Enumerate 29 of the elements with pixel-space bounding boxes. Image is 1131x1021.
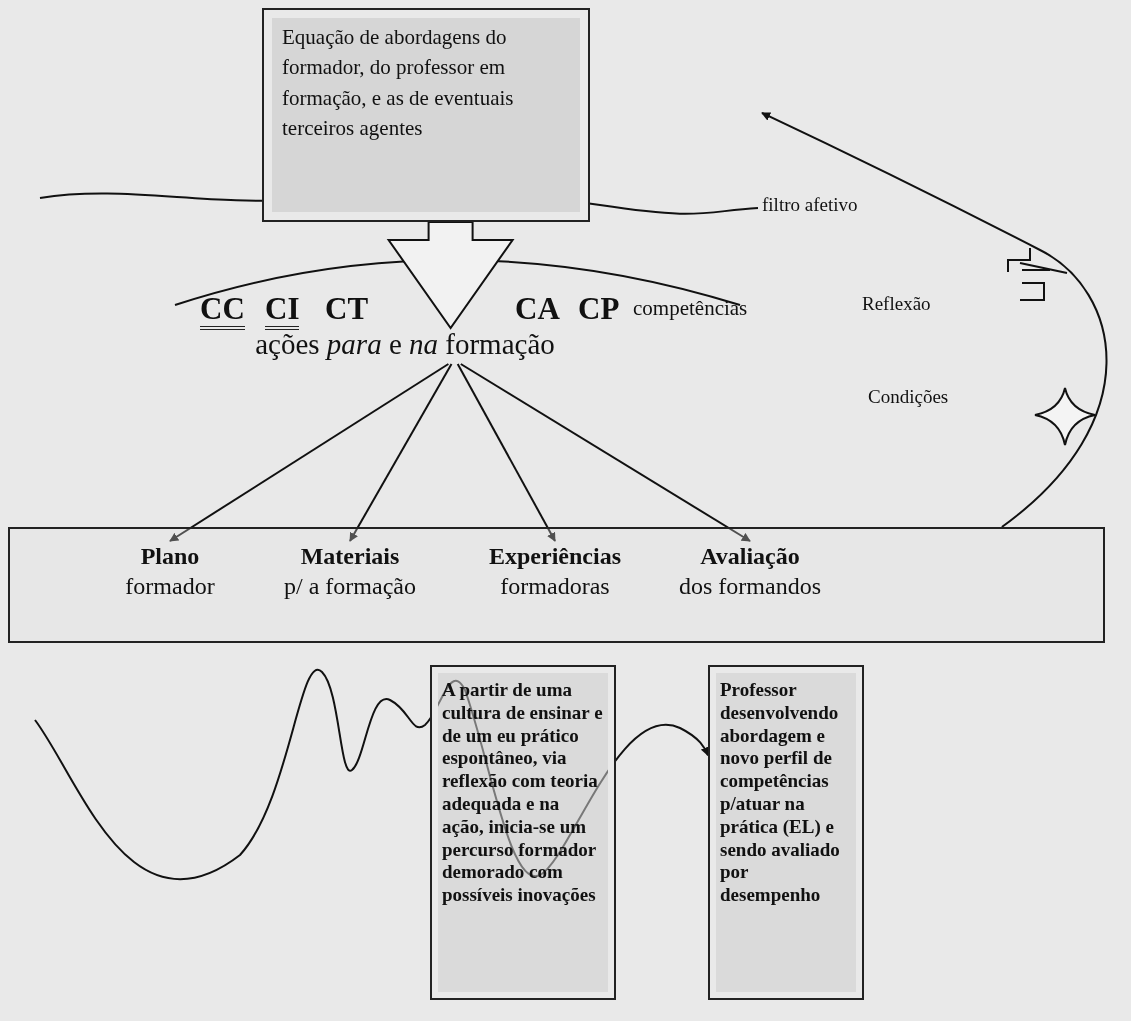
item-subtitle: formadoras [499, 572, 611, 601]
text-label: CT [325, 292, 369, 327]
arrow [459, 363, 751, 542]
text-label: filtro afetivo [762, 194, 858, 216]
text-box: Equação de abordagens do formador, do professor em formação, e as de eventuais terceiros agentes [262, 8, 590, 222]
text-box: Professor desenvolvendo abordagem e novo perfil de competências p/atuar na prática (EL) e sendo avaliado por desempenho [708, 665, 864, 1000]
arrow [169, 363, 450, 542]
text-label: competências [633, 296, 748, 321]
item-subtitle: dos formandos [678, 572, 822, 601]
block-arrow [386, 221, 515, 330]
arrow [349, 363, 453, 542]
heading-text: ações para e na formação [250, 328, 560, 364]
item-title: Materiais [299, 542, 401, 571]
text-label: Reflexão [862, 293, 931, 315]
item-title: Avaliação [699, 542, 801, 571]
text-label: CA [515, 292, 560, 327]
arrow [456, 363, 556, 542]
text-label: CP [578, 292, 620, 327]
item-title: Experiências [488, 542, 622, 571]
item-subtitle: p/ a formação [283, 572, 417, 601]
item-title: Plano [139, 542, 201, 571]
curved-arrow [761, 112, 1108, 528]
item-subtitle: formador [124, 572, 216, 601]
text-box: A partir de uma cultura de ensinar e de um eu prático espontâneo, via reflexão com teoria adequada e na ação, inicia-se um percurso formador demorado com possíveis inovações [430, 665, 616, 1000]
text-label: CC [200, 292, 245, 331]
band [8, 527, 1105, 643]
wavy-arrow [34, 668, 710, 880]
text-label: CI [265, 292, 300, 331]
text-label: Condições [868, 386, 949, 408]
